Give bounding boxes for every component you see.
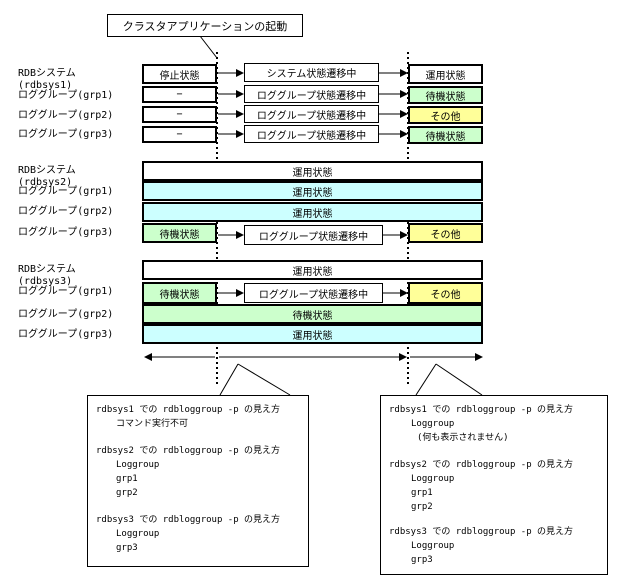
label-rdbsys3: (rdbsys3): [18, 276, 73, 287]
note-line: (何も表示されません): [417, 433, 509, 443]
note-line: grp2: [411, 502, 433, 512]
state-box: その他: [408, 223, 483, 243]
state-bar: 運用状態: [142, 202, 483, 222]
label-grp2: ロググループ(grp2): [18, 110, 114, 121]
note-line: rdbsys2 での rdbloggroup -p の見え方: [389, 460, 574, 470]
note-pointer-right: [415, 363, 483, 396]
note-line: rdbsys1 での rdbloggroup -p の見え方: [389, 405, 574, 415]
note-line: grp1: [116, 474, 138, 484]
note-line: grp3: [116, 543, 138, 553]
note-line: grp1: [411, 488, 433, 498]
label-rdb-system: RDBシステム: [18, 264, 76, 275]
note-line: Loggroup: [116, 460, 160, 470]
state-box: 停止状態: [142, 64, 217, 84]
state-box: −: [142, 106, 217, 123]
label-grp1: ロググループ(grp1): [18, 286, 114, 297]
callout-text: クラスタアプリケーションの起動: [122, 19, 288, 33]
state-box: −: [142, 126, 217, 143]
transition-box: ロググループ状態遷移中: [244, 125, 379, 143]
note-line: rdbsys2 での rdbloggroup -p の見え方: [96, 446, 281, 456]
state-bar: 運用状態: [142, 260, 483, 280]
label-grp1: ロググループ(grp1): [18, 186, 114, 197]
note-line: rdbsys1 での rdbloggroup -p の見え方: [96, 405, 281, 415]
transition-box: システム状態遷移中: [244, 63, 379, 82]
label-rdb-system: RDBシステム: [18, 68, 76, 79]
label-grp2: ロググループ(grp2): [18, 309, 114, 320]
state-box: 待機状態: [142, 282, 217, 304]
state-box: その他: [408, 106, 483, 124]
label-grp3: ロググループ(grp3): [18, 329, 114, 340]
transition-box: ロググループ状態遷移中: [244, 85, 379, 103]
note-line: rdbsys3 での rdbloggroup -p の見え方: [96, 515, 281, 525]
note-line: コマンド実行不可: [116, 419, 189, 429]
transition-box: ロググループ状態遷移中: [244, 283, 383, 303]
note-line: Loggroup: [411, 474, 455, 484]
label-grp1: ロググループ(grp1): [18, 90, 114, 101]
state-box: その他: [408, 282, 483, 304]
note-left: rdbsys1 での rdbloggroup -p の見え方 コマンド実行不可 …: [87, 395, 309, 567]
state-box: −: [142, 86, 217, 103]
note-right: rdbsys1 での rdbloggroup -p の見え方 Loggroup …: [380, 395, 608, 575]
transition-box: ロググループ状態遷移中: [244, 225, 383, 245]
callout-pointer: [199, 35, 218, 59]
state-box: 運用状態: [408, 64, 483, 84]
transition-box: ロググループ状態遷移中: [244, 105, 379, 123]
note-line: Loggroup: [116, 529, 160, 539]
callout-box: クラスタアプリケーションの起動: [107, 14, 303, 37]
state-bar: 運用状態: [142, 181, 483, 201]
label-rdb-system: RDBシステム: [18, 165, 76, 176]
note-line: Loggroup: [411, 419, 455, 429]
label-grp3: ロググループ(grp3): [18, 129, 114, 140]
state-box: 待機状態: [142, 223, 217, 243]
state-bar: 待機状態: [142, 304, 483, 324]
state-bar: 運用状態: [142, 324, 483, 344]
note-line: grp3: [411, 555, 433, 565]
transition-arrows: [218, 69, 408, 297]
note-line: rdbsys3 での rdbloggroup -p の見え方: [389, 527, 574, 537]
label-grp2: ロググループ(grp2): [18, 206, 114, 217]
state-bar: 運用状態: [142, 161, 483, 181]
note-pointer-left: [219, 363, 291, 396]
state-box: 待機状態: [408, 86, 483, 104]
note-line: grp2: [116, 488, 138, 498]
label-rdbsys1: (rdbsys1): [18, 80, 73, 91]
label-grp3: ロググループ(grp3): [18, 227, 114, 238]
note-line: Loggroup: [411, 541, 455, 551]
state-box: 待機状態: [408, 126, 483, 144]
label-rdbsys2: (rdbsys2): [18, 177, 73, 188]
